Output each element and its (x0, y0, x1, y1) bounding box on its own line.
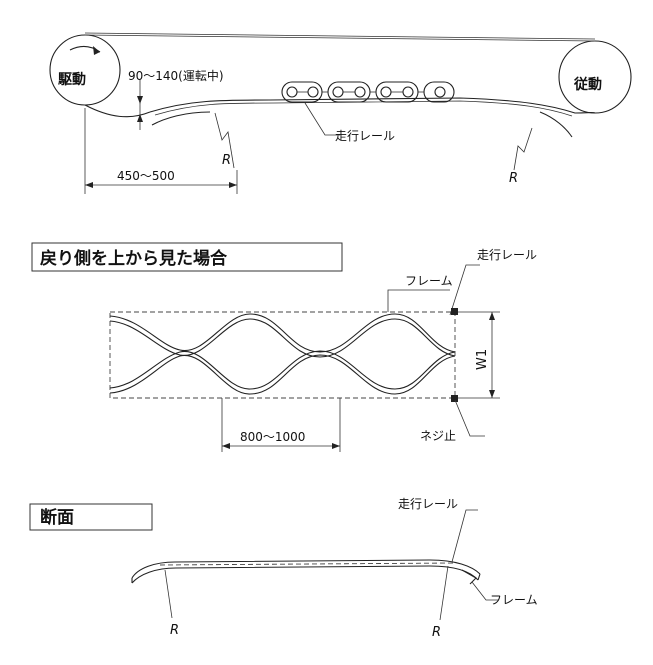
belt-top-run (84, 34, 596, 42)
screw-mount-top (451, 308, 458, 315)
frame-leader (387, 289, 450, 312)
return-view-title-box (31, 242, 343, 272)
radius-right-leader (513, 127, 533, 171)
width-label: W1 (475, 349, 490, 370)
rotation-arrowhead-icon (93, 46, 100, 55)
top-view: 駆動 従動 (49, 32, 632, 194)
rail-curve-right (539, 111, 573, 138)
rail-leader (449, 264, 480, 316)
roller (434, 86, 446, 98)
roller (380, 86, 392, 98)
section-rail-label: 走行レール (398, 497, 458, 511)
frame-section-end (461, 569, 477, 585)
rail-label: 走行レール (335, 129, 395, 143)
roller (402, 86, 414, 98)
section-frame-label: フレーム (490, 593, 538, 607)
roller (332, 86, 344, 98)
return-view-title: 戻り側を上から見た場合 (40, 248, 228, 269)
belt-return-run-inner (154, 100, 573, 117)
chain-rollers (281, 81, 455, 103)
radius-left-label: R (222, 153, 231, 168)
rail-leader-line (304, 102, 340, 136)
driven-label: 従動 (573, 76, 602, 93)
section-radius-right: R (432, 625, 441, 640)
rail-wave-upper (109, 313, 456, 353)
chain-link (423, 81, 455, 103)
belt-top-run-edge (84, 32, 596, 40)
pitch-label: 800～1000 (240, 430, 305, 444)
rail-curve-left (151, 111, 211, 126)
length-label: 450～500 (117, 169, 175, 183)
roller (307, 86, 319, 98)
return-view: 戻り側を上から見た場合 フレーム 走行レール W1 ネジ止 80 (31, 242, 537, 452)
drive-pulley (49, 34, 121, 106)
screw-leader (454, 399, 485, 437)
section-radius-left-leader (164, 569, 173, 619)
roller (354, 86, 366, 98)
rail-wave-lower-inner (109, 350, 456, 390)
rail-wave-lower (109, 354, 456, 395)
section-radius-left: R (170, 623, 179, 638)
section-radius-right-leader (439, 565, 449, 621)
frame-outline (109, 311, 456, 399)
radius-right-label: R (509, 171, 518, 186)
belt-return-left (84, 104, 151, 118)
section-view-title: 断面 (40, 507, 74, 528)
drive-label: 駆動 (58, 71, 86, 88)
gap-label: 90～140(運転中) (128, 68, 224, 83)
section-view-title-box (29, 503, 153, 531)
roller (286, 86, 298, 98)
screw-mount-bottom (451, 395, 458, 402)
rail-section-top (131, 559, 481, 579)
belt-return-run (149, 97, 596, 114)
rail-section-center (159, 562, 456, 566)
section-frame-leader (471, 581, 498, 601)
rail-wave-upper-inner (109, 318, 456, 358)
screw-label: ネジ止 (420, 429, 456, 443)
section-rail-leader (451, 509, 478, 563)
section-view: 断面 走行レール フレーム R R (29, 497, 538, 640)
frame-label: フレーム (405, 274, 453, 288)
rail-label-return: 走行レール (477, 248, 537, 262)
radius-left-leader (214, 112, 235, 169)
rail-section-bottom (131, 565, 479, 584)
